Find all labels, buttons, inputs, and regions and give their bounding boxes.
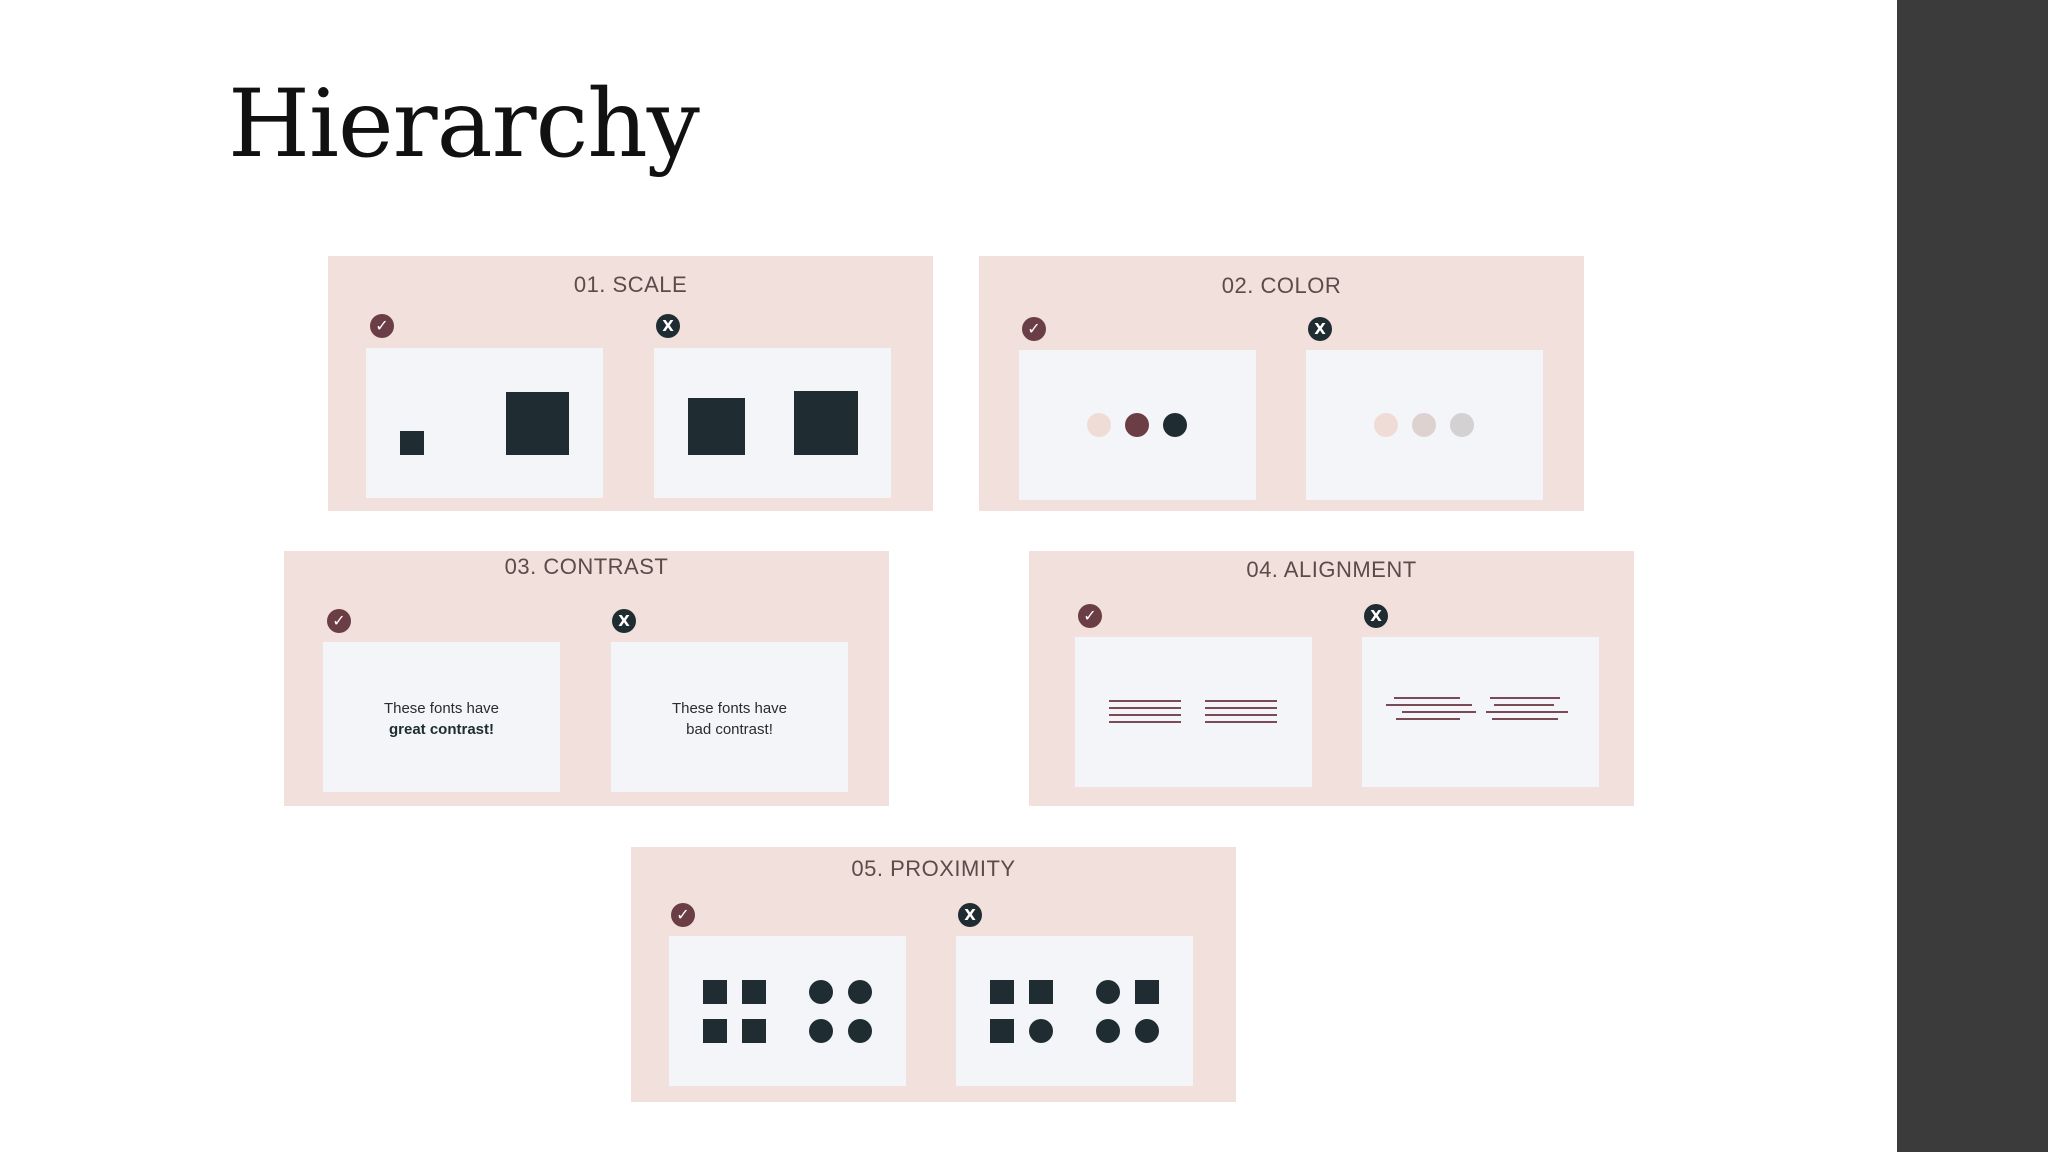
circle [848, 980, 872, 1004]
text-line [1109, 707, 1181, 709]
check-circle-icon: ✓ [1022, 317, 1046, 341]
square [703, 1019, 727, 1043]
circle [1096, 1019, 1120, 1043]
contrast-text-good: These fonts have great contrast! [323, 698, 560, 740]
circle [1135, 1019, 1159, 1043]
square [794, 391, 858, 455]
text-line [1486, 711, 1568, 713]
circle [1029, 1019, 1053, 1043]
card-label: 04. ALIGNMENT [1246, 557, 1417, 582]
example-panel-good [1075, 637, 1312, 787]
card-label: 01. SCALE [573, 272, 688, 297]
x-circle-icon: X [612, 609, 636, 633]
check-circle-icon: ✓ [327, 609, 351, 633]
slide: Hierarchy 01. SCALE ✓ X 02. COLOR ✓ X [228, 70, 1634, 1102]
check-circle-icon: ✓ [370, 314, 394, 338]
sidebar-panel [1897, 0, 2048, 1152]
text-line [1109, 714, 1181, 716]
example-panel-bad [956, 936, 1193, 1086]
text-line [1386, 704, 1472, 706]
circle [848, 1019, 872, 1043]
square [742, 980, 766, 1004]
square [703, 980, 727, 1004]
text-line [1205, 714, 1277, 716]
card-scale: 01. SCALE ✓ X [328, 256, 933, 511]
card-proximity: 05. PROXIMITY ✓ X [631, 847, 1236, 1102]
card-label: 05. PROXIMITY [851, 856, 1016, 881]
square [1135, 980, 1159, 1004]
text-line [1492, 718, 1558, 720]
card-contrast: 03. CONTRAST ✓ X These fonts have great … [284, 551, 889, 806]
muted-dot [1412, 413, 1436, 437]
example-panel-bad: These fonts have bad contrast! [611, 642, 848, 792]
text-line [1205, 707, 1277, 709]
check-circle-icon: ✓ [1078, 604, 1102, 628]
example-panel-good [1019, 350, 1256, 500]
check-circle-icon: ✓ [671, 903, 695, 927]
example-panel-bad [1306, 350, 1543, 500]
grey-dot [1450, 413, 1474, 437]
example-panel-good [366, 348, 603, 498]
text-line: These fonts have [671, 700, 788, 717]
light-dot [1087, 413, 1111, 437]
text-line [1490, 697, 1560, 699]
text-line: These fonts have [383, 700, 500, 717]
contrast-text-bad: These fonts have bad contrast! [611, 698, 848, 740]
card-color: 02. COLOR ✓ X [979, 256, 1584, 511]
large-square [506, 392, 569, 455]
text-line [1402, 711, 1476, 713]
text-line [1396, 718, 1460, 720]
text-line [1109, 700, 1181, 702]
square [688, 398, 745, 455]
square [1029, 980, 1053, 1004]
card-label: 03. CONTRAST [504, 554, 669, 579]
accent-dot [1125, 413, 1149, 437]
x-circle-icon: X [958, 903, 982, 927]
square [990, 980, 1014, 1004]
example-panel-good [669, 936, 906, 1086]
text-line [1205, 721, 1277, 723]
text-line: bad contrast! [686, 721, 773, 738]
example-panel-good: These fonts have great contrast! [323, 642, 560, 792]
square [990, 1019, 1014, 1043]
small-square [400, 431, 424, 455]
text-line [1494, 704, 1554, 706]
light-dot [1374, 413, 1398, 437]
example-panel-bad [654, 348, 891, 498]
square [742, 1019, 766, 1043]
x-circle-icon: X [1364, 604, 1388, 628]
text-line [1109, 721, 1181, 723]
circle [1096, 980, 1120, 1004]
dark-dot [1163, 413, 1187, 437]
text-line [1394, 697, 1460, 699]
slide-title: Hierarchy [228, 70, 700, 179]
x-circle-icon: X [656, 314, 680, 338]
card-label: 02. COLOR [1221, 273, 1342, 298]
circle [809, 1019, 833, 1043]
circle [809, 980, 833, 1004]
text-line [1205, 700, 1277, 702]
text-line-bold: great contrast! [388, 721, 495, 738]
card-alignment: 04. ALIGNMENT ✓ X [1029, 551, 1634, 806]
x-circle-icon: X [1308, 317, 1332, 341]
example-panel-bad [1362, 637, 1599, 787]
